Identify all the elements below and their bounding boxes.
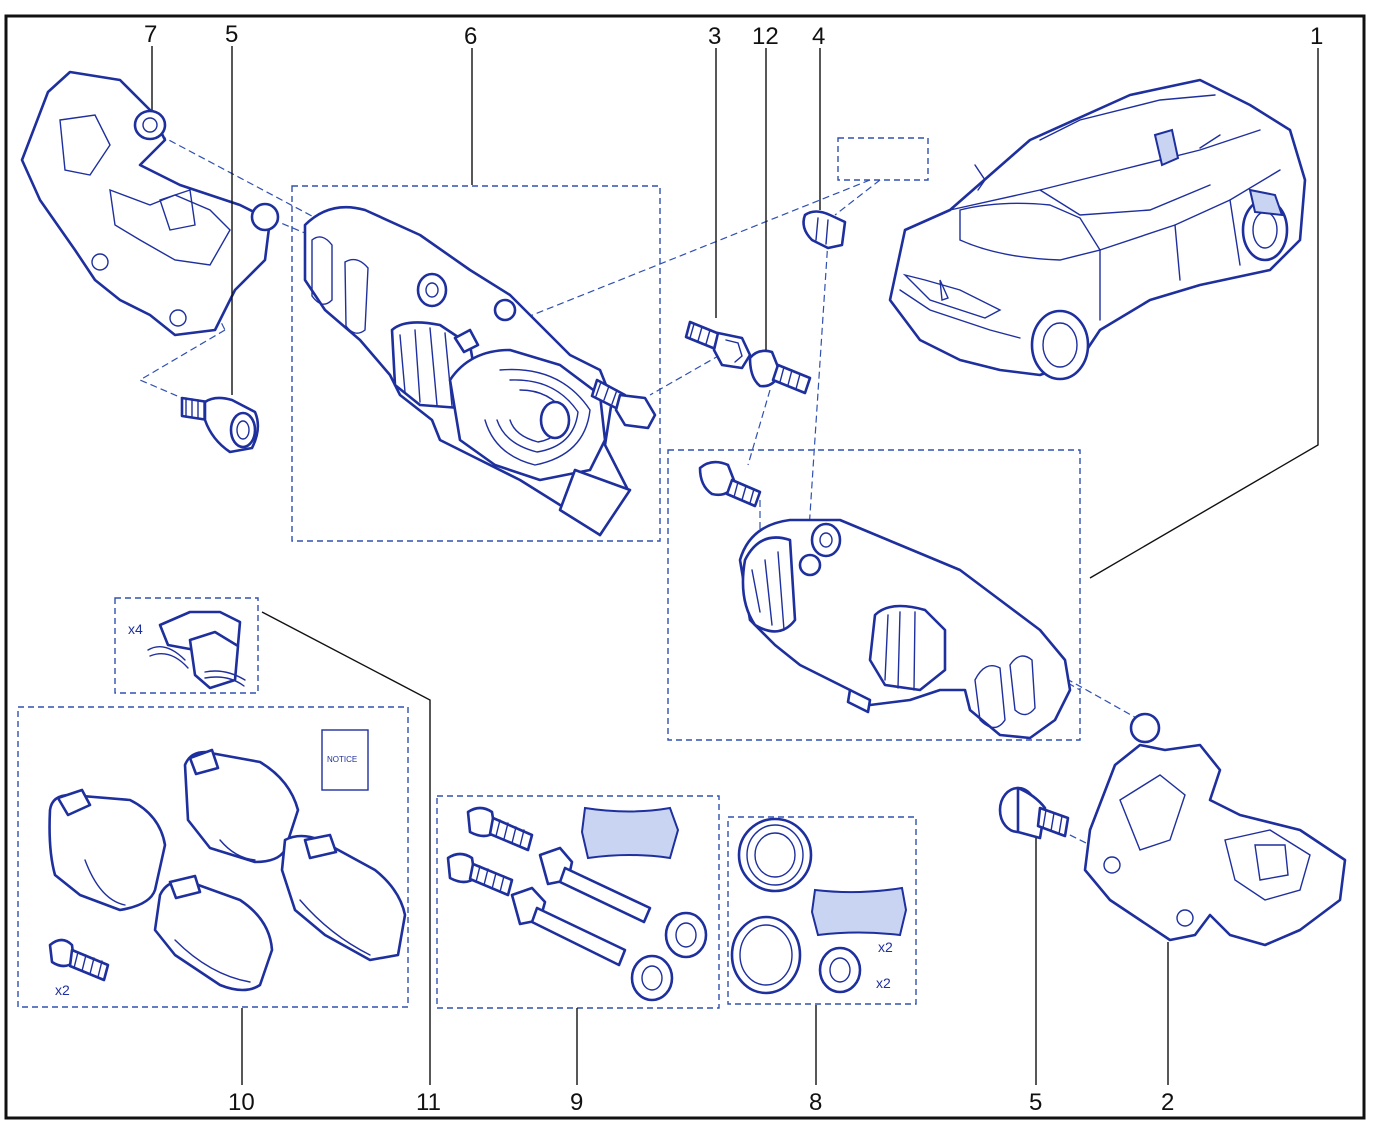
label-4: 4 (812, 23, 825, 50)
guide-bolt-part-12 (748, 349, 812, 395)
clips-quantity: x4 (128, 621, 143, 637)
bracket-bolt-part-5-bottom (998, 786, 1070, 840)
label-2: 2 (1161, 1089, 1174, 1116)
group-box-clips-11 (114, 597, 259, 694)
group-box-caliper-1 (667, 449, 1081, 741)
bracket-part-7 (20, 70, 280, 337)
notice-booklet (321, 729, 369, 791)
group-box-seal-kit-8 (727, 816, 917, 1005)
guide-pin-kit-part-9 (446, 806, 708, 1002)
label-11: 11 (416, 1089, 441, 1116)
group-box-bleeder-cap (837, 137, 929, 181)
label-5-bottom: 5 (1029, 1089, 1042, 1116)
seal-kit-quantity-grease: x2 (878, 939, 893, 955)
guide-bolt-part-3 (684, 320, 752, 370)
seal-kit-quantity-boots: x2 (876, 975, 891, 991)
bracket-bolt-part-5-top (180, 396, 260, 454)
group-box-guide-kit-9 (436, 795, 720, 1009)
label-7: 7 (144, 21, 157, 48)
brake-caliper-part-6 (303, 205, 632, 537)
label-10: 10 (228, 1089, 255, 1116)
car-illustration (888, 78, 1307, 381)
label-5-top: 5 (225, 21, 238, 48)
guide-bolt-caliper-6 (590, 378, 657, 430)
group-box-pads-10 (17, 706, 409, 1008)
group-box-caliper-6 (291, 185, 661, 542)
seal-kit-part-8 (730, 817, 908, 995)
label-8: 8 (809, 1089, 822, 1116)
brake-pads-part-10 (48, 729, 407, 992)
bleeder-valve-part-4 (802, 210, 847, 250)
label-12: 12 (752, 23, 779, 50)
pad-clips-part-11 (147, 610, 246, 690)
label-9: 9 (570, 1089, 583, 1116)
label-3: 3 (708, 23, 721, 50)
notice-booklet-text: NOTICE (327, 755, 357, 764)
bracket-part-2 (1083, 712, 1347, 947)
brake-caliper-part-1 (738, 518, 1072, 740)
leader-lines (151, 46, 1319, 1085)
guide-bolt-caliper-1 (698, 460, 762, 508)
pad-bolts-quantity: x2 (55, 982, 70, 998)
label-6: 6 (464, 23, 477, 50)
label-1: 1 (1310, 23, 1323, 50)
